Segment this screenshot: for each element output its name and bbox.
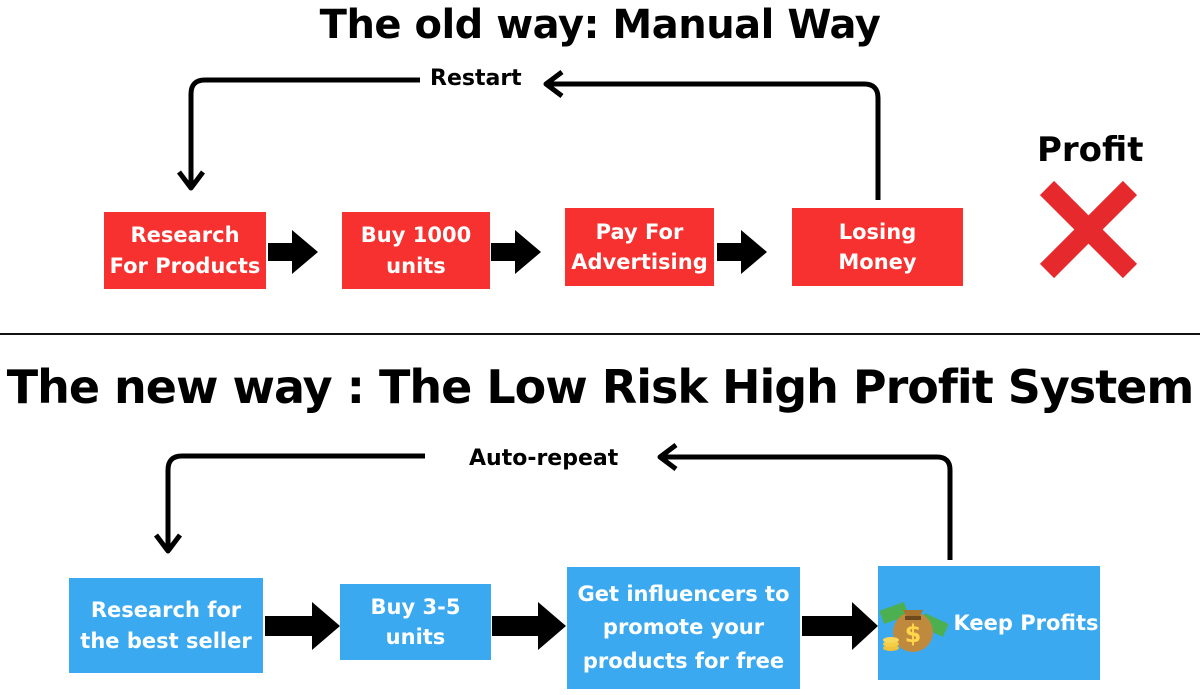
- auto-repeat-loop-arrowhead: [657, 443, 678, 471]
- new-step-arrow-3: [802, 602, 878, 650]
- restart-loop-line: [548, 81, 881, 200]
- old-way-title: The old way: Manual Way: [319, 2, 881, 48]
- auto-repeat-loop-return-head: [154, 533, 182, 554]
- old-step-arrow-3: [717, 230, 767, 274]
- red-x-icon: [1039, 180, 1138, 279]
- auto-repeat-label: Auto-repeat: [463, 446, 625, 471]
- old-step-arrow-2: [491, 230, 541, 274]
- section-divider: [0, 333, 1200, 335]
- svg-text:$: $: [905, 620, 922, 648]
- restart-loop-return: [188, 77, 420, 185]
- auto-repeat-loop-return: [165, 453, 425, 548]
- restart-loop-return-head: [177, 170, 205, 191]
- money-bag-icon: $: [879, 601, 950, 652]
- restart-loop-arrowhead: [543, 70, 564, 98]
- new-step-arrow-2: [492, 602, 566, 650]
- restart-label: Restart: [424, 66, 528, 91]
- old-step-arrow-1: [268, 230, 318, 274]
- keep-profits-label: Keep Profits: [953, 610, 1099, 635]
- profit-label: Profit: [1037, 130, 1144, 170]
- new-way-title: The new way : The Low Risk High Profit S…: [6, 360, 1195, 414]
- new-step-arrow-1: [265, 602, 340, 650]
- auto-repeat-loop-line: [662, 454, 953, 560]
- new-step-keep-profits: $ Keep Profits: [878, 566, 1100, 680]
